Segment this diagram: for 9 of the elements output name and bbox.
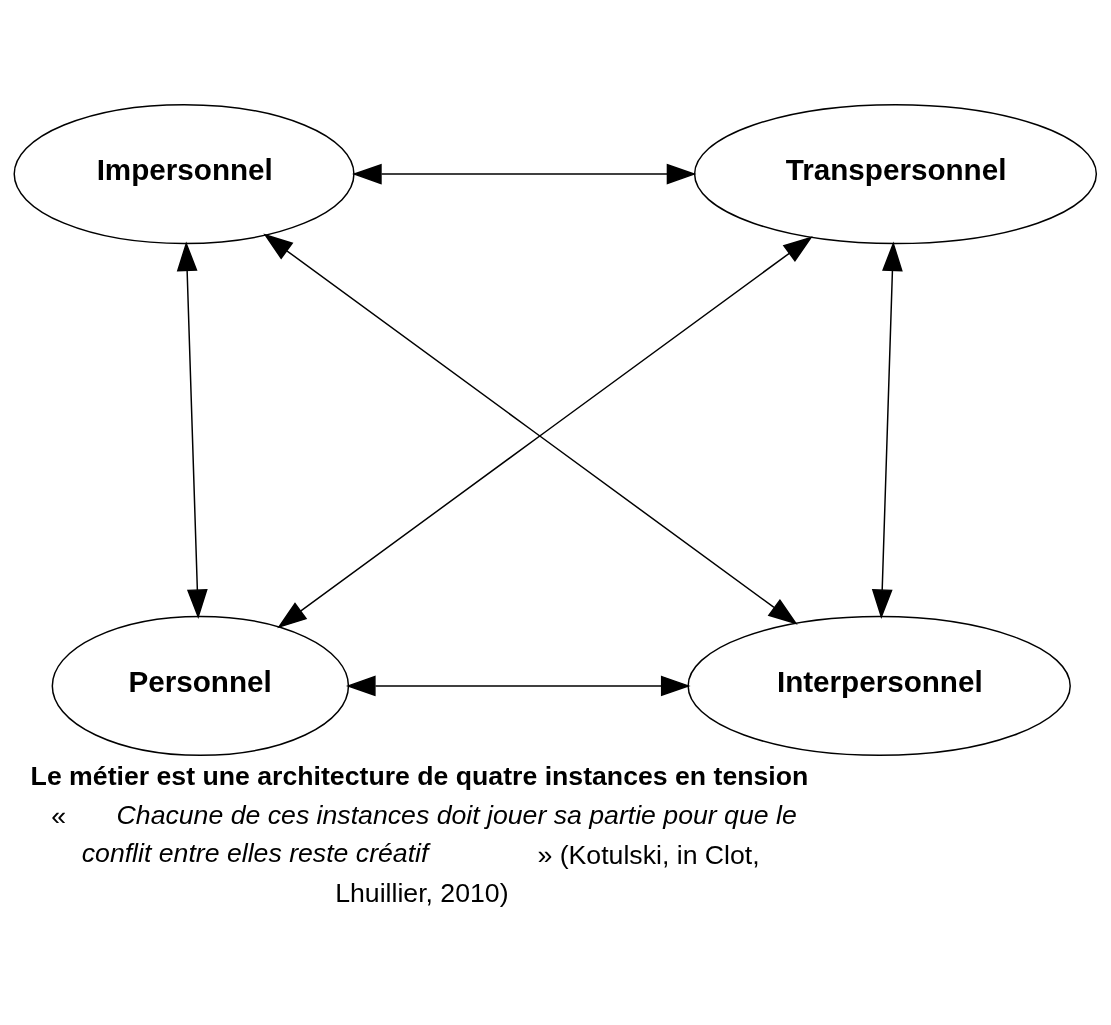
node-ellipse: Interpersonnel [687, 615, 1071, 756]
arrow [345, 675, 691, 696]
arrow [871, 240, 903, 619]
node-ellipse: Impersonnel [13, 103, 355, 244]
node-ellipse: Transpersonnel [693, 103, 1098, 244]
arrow [176, 240, 208, 619]
caption: Le métier est une architecture de quatre instances en tension « Chacune de ces instances doit jouer sa partie pour que le conflit entre elles reste créatif » (Kotulski, in Clot, Lhuillier, 2010) [30, 760, 809, 908]
node-ellipse: Personnel [51, 615, 350, 756]
arrow [352, 163, 697, 184]
